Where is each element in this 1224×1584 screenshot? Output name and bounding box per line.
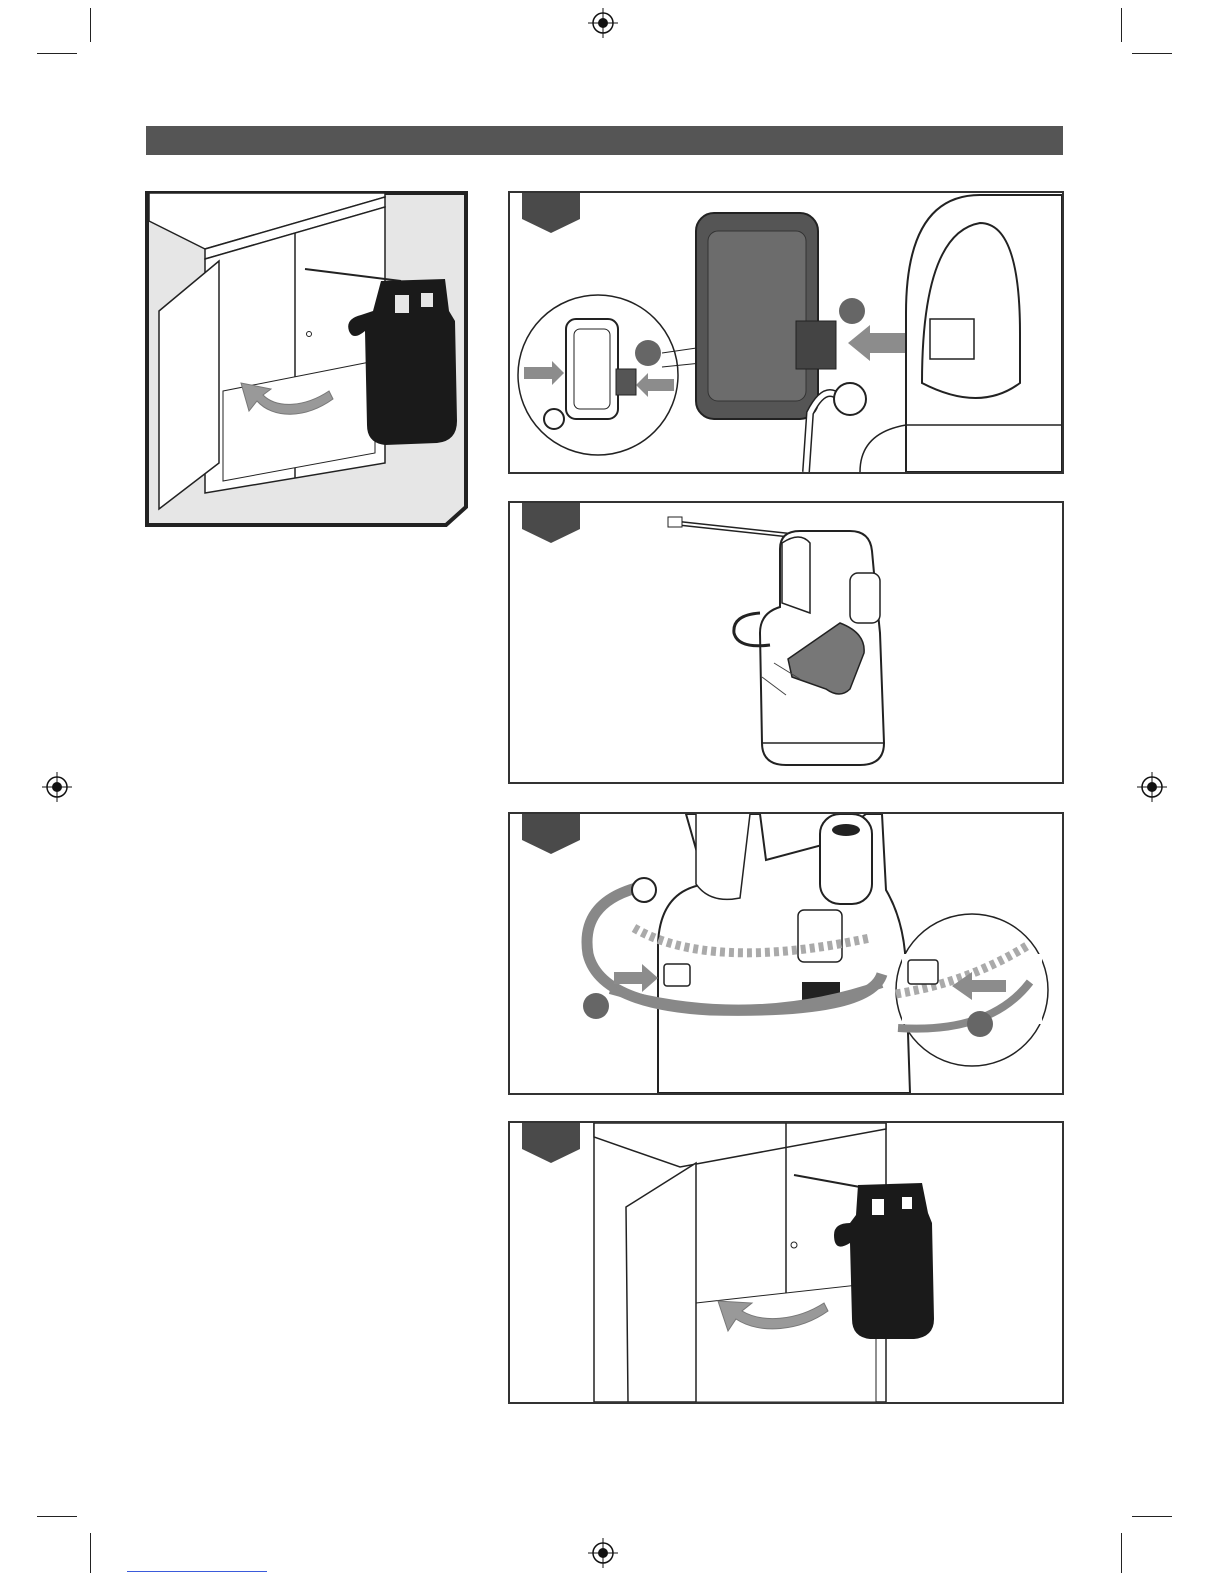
- wipe-illustration: [510, 503, 1062, 782]
- cabinet-illustration: [510, 1123, 1062, 1402]
- crop-mark: [1121, 1533, 1122, 1573]
- battery-illustration: [510, 193, 1062, 472]
- crop-mark: [1132, 1516, 1172, 1517]
- crop-mark: [37, 53, 77, 54]
- step-wind-hose: [508, 812, 1064, 1095]
- crop-mark: [90, 1533, 91, 1573]
- crop-mark: [1121, 8, 1122, 42]
- hose-illustration: [510, 814, 1062, 1093]
- step-wipe-tank: [508, 501, 1064, 784]
- footer-rule: [127, 1571, 267, 1572]
- store-under-cabinet-overview: [145, 191, 468, 527]
- step-remove-battery: [508, 191, 1064, 474]
- crop-mark: [90, 8, 91, 42]
- step-store-cabinet: [508, 1121, 1064, 1404]
- crop-mark: [1132, 53, 1172, 54]
- registration-mark-icon: [42, 772, 72, 802]
- registration-mark-icon: [1137, 772, 1167, 802]
- section-header-bar: [146, 126, 1063, 155]
- registration-mark-icon: [588, 1538, 618, 1568]
- registration-mark-icon: [588, 8, 618, 38]
- crop-mark: [37, 1516, 77, 1517]
